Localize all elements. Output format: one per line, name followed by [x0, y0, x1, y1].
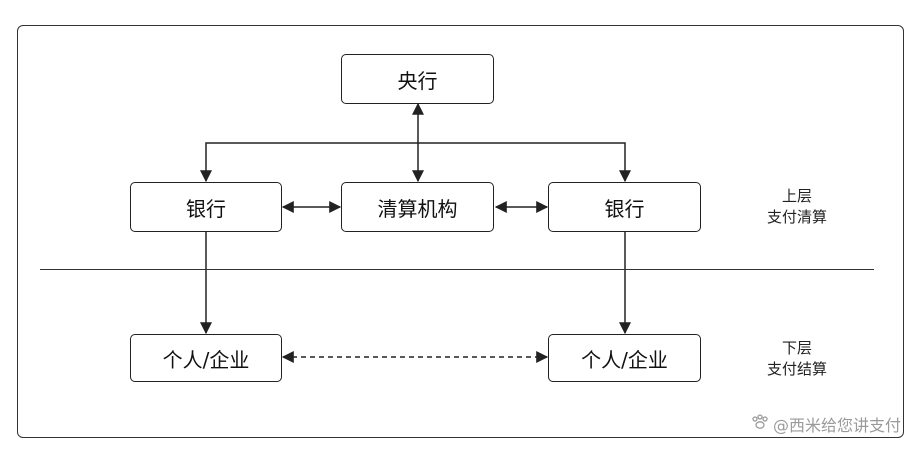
- upper-tier-label: 上层 支付清算: [752, 186, 842, 228]
- watermark-text: @西米给您讲支付: [772, 416, 901, 435]
- node-client-right: 个人/企业: [548, 334, 701, 382]
- node-clearing-house-label: 清算机构: [377, 196, 458, 221]
- node-central-bank-label: 央行: [397, 68, 438, 93]
- lower-tier-label: 下层 支付结算: [752, 338, 842, 380]
- node-client-left: 个人/企业: [130, 334, 282, 382]
- node-bank-right: 银行: [548, 182, 701, 232]
- tier-divider: [40, 269, 874, 270]
- node-clearing-house: 清算机构: [341, 182, 494, 232]
- upper-tier-line1: 上层: [781, 187, 812, 205]
- node-bank-left-label: 银行: [186, 196, 226, 221]
- lower-tier-line1: 下层: [781, 339, 812, 357]
- node-client-left-label: 个人/企业: [162, 347, 250, 372]
- node-bank-left: 银行: [130, 182, 282, 232]
- upper-tier-line2: 支付清算: [766, 208, 827, 226]
- diagram-frame: [17, 25, 904, 438]
- watermark: @西米给您讲支付: [751, 412, 901, 436]
- arrow-central-bank-left: [200, 142, 418, 183]
- node-central-bank: 央行: [341, 54, 494, 104]
- lower-tier-line2: 支付结算: [766, 360, 827, 378]
- node-client-right-label: 个人/企业: [581, 347, 668, 372]
- node-bank-right-label: 银行: [604, 196, 645, 221]
- paw-icon: [751, 414, 769, 434]
- arrow-central-bank-right: [418, 142, 631, 183]
